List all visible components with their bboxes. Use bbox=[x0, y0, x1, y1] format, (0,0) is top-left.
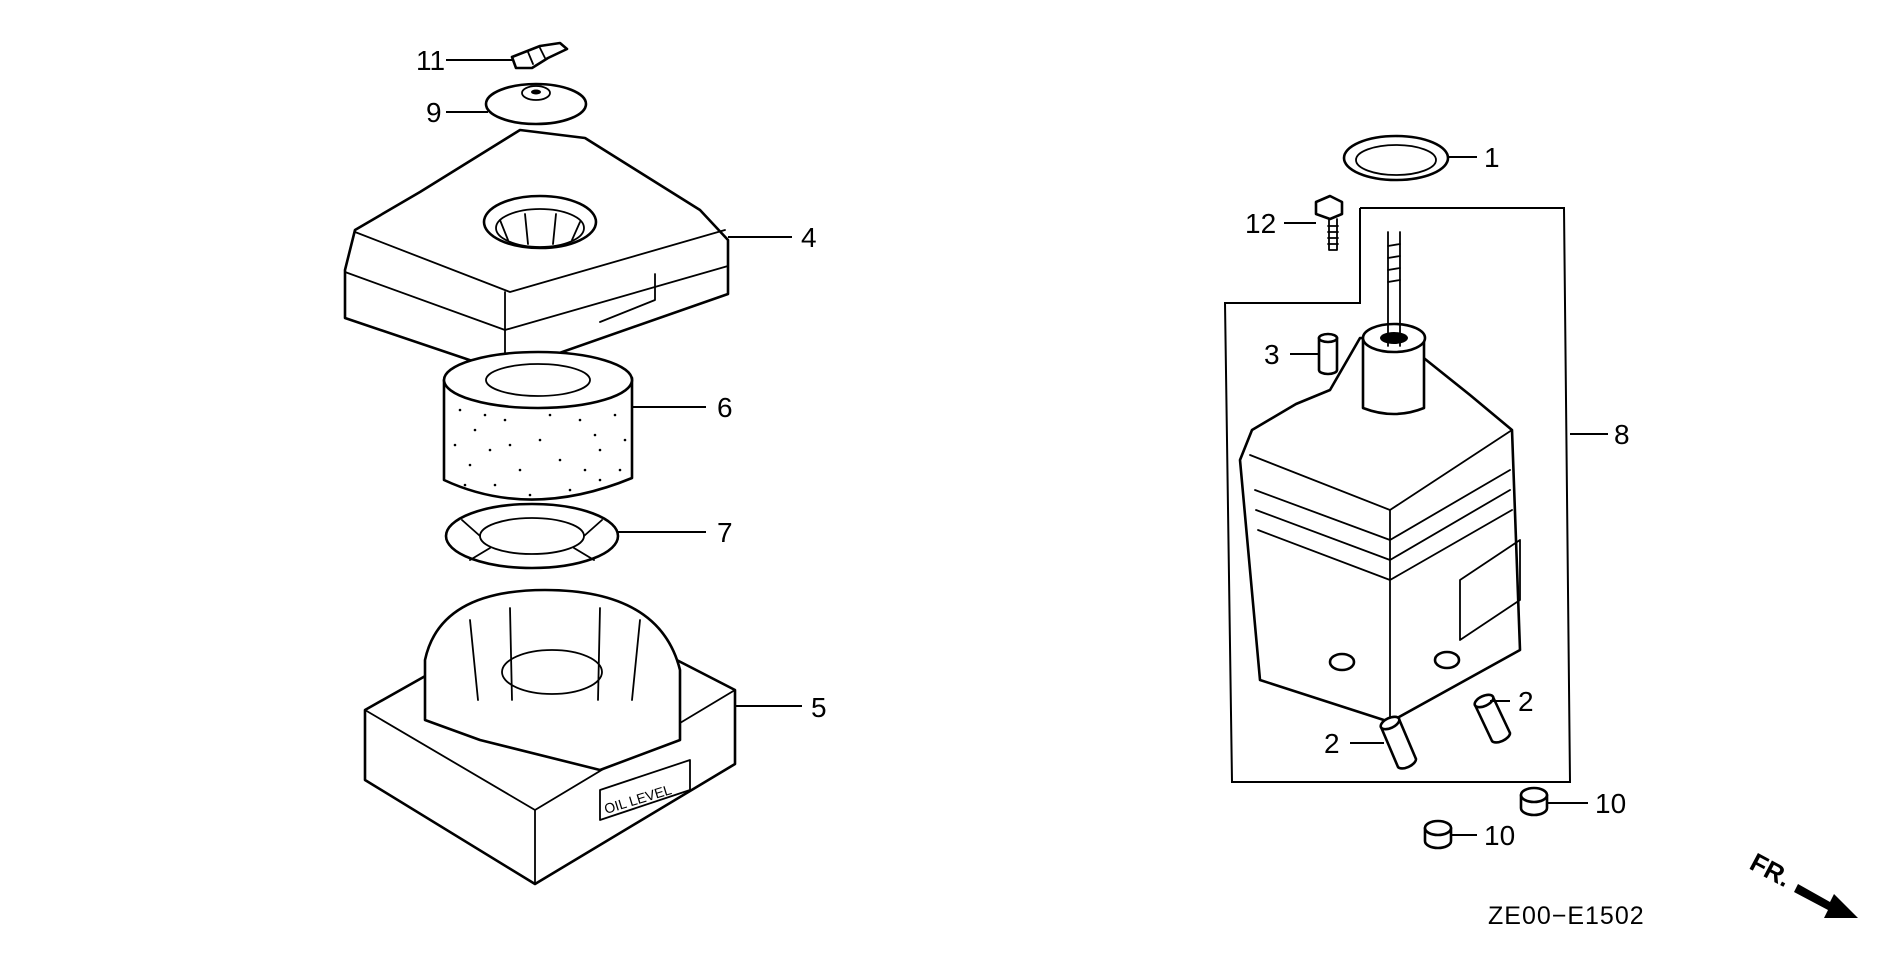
gasket-part bbox=[1342, 134, 1450, 182]
collar-part-3 bbox=[1317, 332, 1339, 376]
callout-5: 5 bbox=[811, 692, 827, 723]
callout-12: 12 bbox=[1245, 208, 1276, 239]
callout-6: 6 bbox=[717, 392, 733, 423]
direction-label: FR. bbox=[1745, 847, 1796, 893]
callout-1: 1 bbox=[1484, 142, 1500, 173]
element-support-part bbox=[444, 502, 620, 570]
callout-11: 11 bbox=[416, 45, 445, 76]
filter-element-part bbox=[442, 350, 634, 501]
grommet-part-10b bbox=[1423, 819, 1453, 850]
grommet-part-10a bbox=[1519, 786, 1549, 817]
callout-7: 7 bbox=[717, 517, 733, 548]
clip-part bbox=[510, 41, 569, 70]
callout-3: 3 bbox=[1264, 339, 1280, 370]
bolt-part bbox=[1314, 194, 1344, 251]
collar-part-2b bbox=[1379, 715, 1418, 770]
air-cleaner-base-part bbox=[1238, 231, 1522, 724]
callout-10a: 10 bbox=[1595, 788, 1626, 819]
front-direction-indicator: FR. bbox=[1745, 847, 1858, 918]
leader-lines-left bbox=[446, 59, 802, 707]
arrow-right-icon bbox=[1794, 884, 1858, 918]
air-cleaner-case-part: OIL LEVEL bbox=[363, 588, 737, 886]
assembly-bracket bbox=[1223, 207, 1572, 783]
collar-part-2a bbox=[1473, 693, 1512, 744]
cover-cap-part bbox=[484, 82, 588, 126]
callout-4: 4 bbox=[801, 222, 817, 253]
callout-2a: 2 bbox=[1518, 686, 1534, 717]
leader-lines-right bbox=[1284, 156, 1608, 836]
callout-labels: 11 9 4 6 7 5 1 12 3 8 2 2 10 10 bbox=[416, 45, 1630, 851]
callout-8: 8 bbox=[1614, 419, 1630, 450]
drawing-code: ZE00−E1502 bbox=[1488, 902, 1645, 930]
air-cleaner-cover-part bbox=[343, 128, 730, 374]
callout-10b: 10 bbox=[1484, 820, 1515, 851]
callout-2b: 2 bbox=[1324, 728, 1340, 759]
callout-9: 9 bbox=[426, 97, 442, 128]
